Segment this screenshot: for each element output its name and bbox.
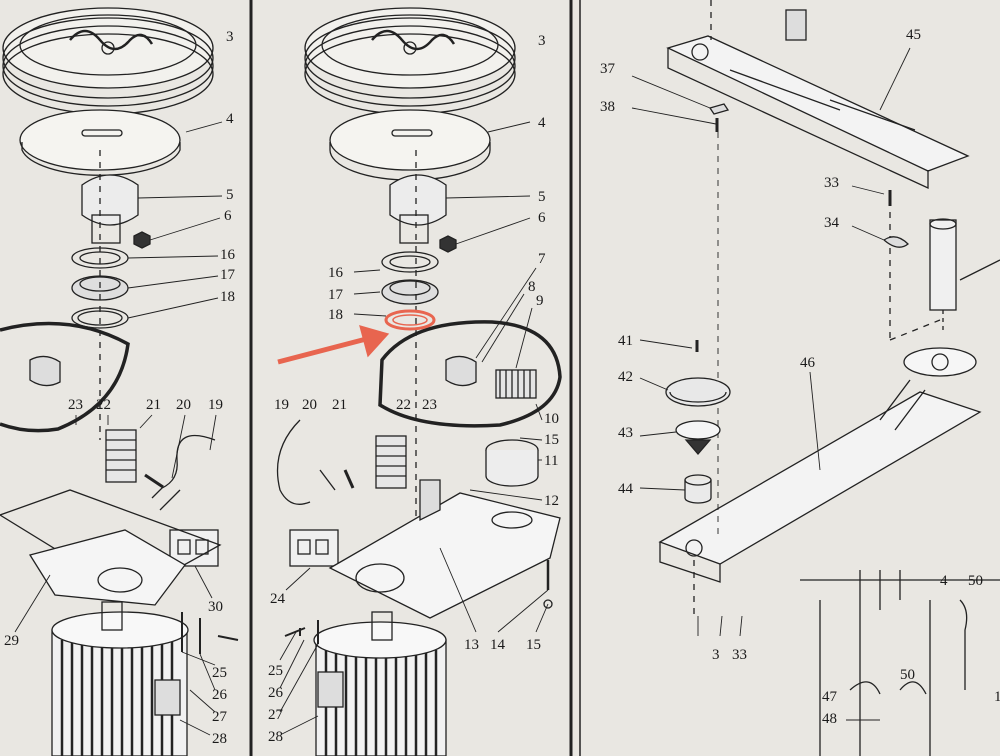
callout-left-4: 4 (226, 111, 234, 127)
callout-mid-11: 11 (544, 453, 559, 469)
callout-mid-19: 19 (274, 397, 289, 413)
callout-right-44: 44 (618, 481, 633, 497)
callout-right-4: 4 (940, 573, 948, 589)
highlighted-o-ring (384, 309, 436, 331)
callout-left-16: 16 (220, 247, 235, 263)
callout-right-34: 34 (824, 215, 839, 231)
callout-mid-26: 26 (268, 685, 283, 701)
callout-right-37: 37 (600, 61, 615, 77)
callout-mid-12: 12 (544, 493, 559, 509)
callout-mid-18: 18 (328, 307, 343, 323)
callout-left-23: 23 (68, 397, 83, 413)
callout-right-1: 1 (994, 689, 1000, 705)
callout-right-38: 38 (600, 99, 615, 115)
callout-mid-28: 28 (268, 729, 283, 745)
callout-right-33b: 33 (732, 647, 747, 663)
callout-mid-21: 21 (332, 397, 347, 413)
callout-left-17: 17 (220, 267, 235, 283)
callout-right-50b: 50 (900, 667, 915, 683)
panel-borders (249, 0, 581, 756)
callout-left-27: 27 (212, 709, 227, 725)
callout-right-46: 46 (800, 355, 815, 371)
callout-left-5: 5 (226, 187, 234, 203)
callout-right-48: 48 (822, 711, 837, 727)
callout-mid-16: 16 (328, 265, 343, 281)
callout-left-22: 22 (96, 397, 111, 413)
callout-mid-13: 13 (464, 637, 479, 653)
callout-left-29: 29 (4, 633, 19, 649)
callout-mid-24: 24 (270, 591, 285, 607)
callout-right-33: 33 (824, 175, 839, 191)
callout-left-19: 19 (208, 397, 223, 413)
callout-right-50: 50 (968, 573, 983, 589)
callout-left-25: 25 (212, 665, 227, 681)
callout-right-41: 41 (618, 333, 633, 349)
callout-left-28: 28 (212, 731, 227, 747)
callout-mid-17: 17 (328, 287, 343, 303)
callout-left-3: 3 (226, 29, 234, 45)
callout-left-20: 20 (176, 397, 191, 413)
middle-panel-drawing (276, 7, 562, 756)
callout-left-18: 18 (220, 289, 235, 305)
callout-mid-5: 5 (538, 189, 546, 205)
right-panel-drawing (631, 0, 1000, 756)
callout-mid-7: 7 (538, 251, 546, 267)
callout-left-6: 6 (224, 208, 232, 224)
callout-left-26: 26 (212, 687, 227, 703)
callout-right-42: 42 (618, 369, 633, 385)
callout-mid-8: 8 (528, 279, 536, 295)
callout-mid-3: 3 (538, 33, 546, 49)
callout-mid-22: 22 (396, 397, 411, 413)
callout-mid-15: 15 (544, 432, 559, 448)
callout-mid-15b: 15 (526, 637, 541, 653)
callout-right-43: 43 (618, 425, 633, 441)
callout-right-3: 3 (712, 647, 720, 663)
callout-mid-23: 23 (422, 397, 437, 413)
callout-mid-6: 6 (538, 210, 546, 226)
callout-mid-10: 10 (544, 411, 559, 427)
callout-mid-14: 14 (490, 637, 505, 653)
callout-left-21: 21 (146, 397, 161, 413)
callout-mid-20: 20 (302, 397, 317, 413)
callout-mid-9: 9 (536, 293, 544, 309)
callout-right-47: 47 (822, 689, 837, 705)
callout-right-45: 45 (906, 27, 921, 43)
callout-mid-25: 25 (268, 663, 283, 679)
callout-left-30: 30 (208, 599, 223, 615)
left-panel-drawing (0, 7, 239, 756)
callout-mid-4: 4 (538, 115, 546, 131)
callout-mid-27: 27 (268, 707, 283, 723)
